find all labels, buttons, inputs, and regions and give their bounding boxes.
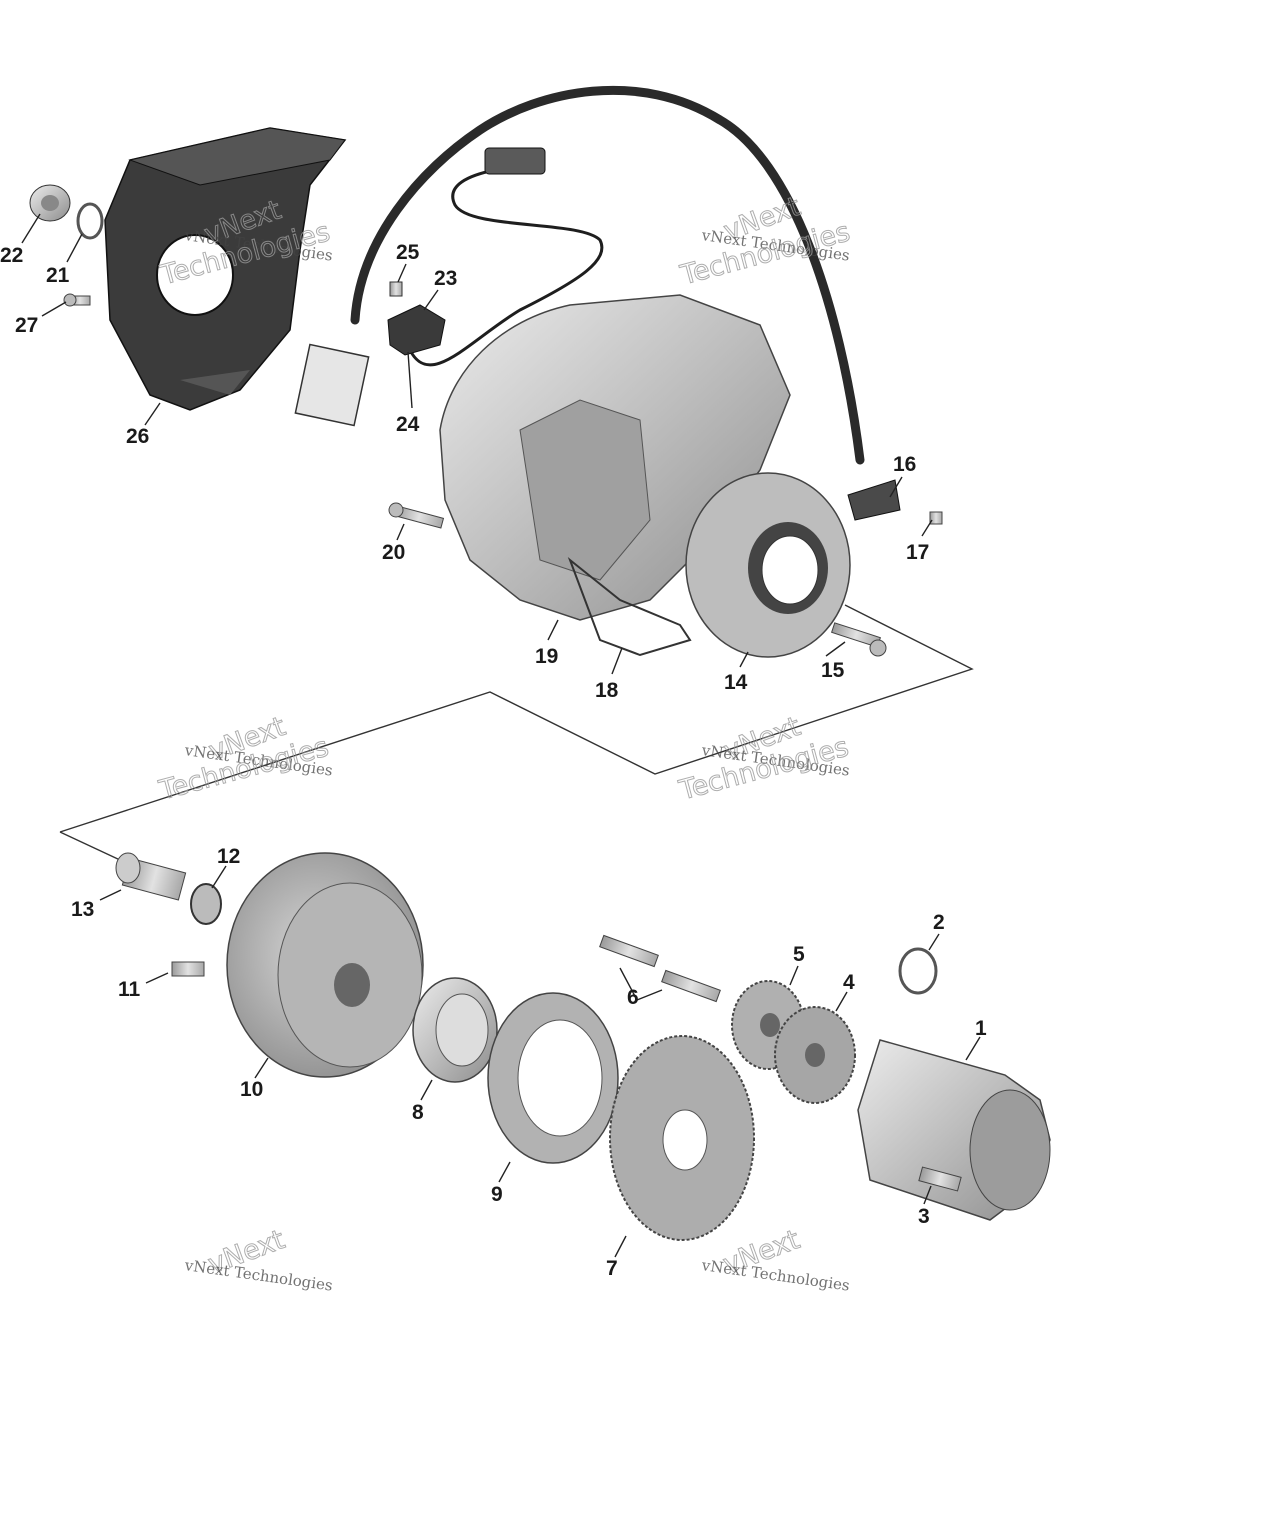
part-23-sensor — [387, 304, 446, 356]
part-7-starter-gear — [609, 1035, 755, 1241]
label-part-26: 26 — [126, 425, 149, 448]
part-22-cap — [29, 184, 71, 222]
connector — [484, 147, 546, 175]
label-part-20: 20 — [382, 541, 405, 564]
watermark-4: vNext vNext Technologies Technologies — [675, 711, 853, 808]
wire-harness — [350, 85, 865, 465]
part-25-screw — [389, 281, 403, 297]
label-part-17: 17 — [906, 541, 929, 564]
part-26-magneto-cover — [104, 127, 347, 411]
harness-plug — [294, 343, 370, 427]
part-12-washer — [190, 883, 222, 925]
label-part-11: 11 — [118, 978, 141, 1001]
part-9-plate — [487, 992, 619, 1164]
label-part-5: 5 — [793, 943, 805, 966]
part-14-stator — [685, 472, 851, 658]
part-27-screw — [63, 293, 91, 307]
watermark-3: vNext vNext Technologies Technologies — [155, 711, 334, 808]
label-part-3: 3 — [918, 1205, 930, 1228]
sensor-wire — [408, 168, 604, 367]
watermark-6: vNext vNext Technologies — [700, 1224, 851, 1295]
label-part-21: 21 — [46, 264, 70, 287]
label-part-12: 12 — [217, 845, 240, 868]
assembly-frame-line — [59, 604, 974, 833]
label-part-23: 23 — [434, 267, 457, 290]
part-3-bolt — [918, 1166, 962, 1192]
label-part-15: 15 — [821, 659, 845, 682]
part-6-pins — [599, 934, 721, 1003]
label-part-14: 14 — [724, 671, 748, 694]
label-part-10: 10 — [240, 1078, 263, 1101]
label-part-19: 19 — [535, 645, 558, 668]
part-10-flywheel — [226, 852, 424, 1078]
assembly-frame-line-2 — [59, 831, 121, 861]
label-part-2: 2 — [933, 911, 945, 934]
label-part-8: 8 — [412, 1101, 424, 1124]
part-17-screw — [929, 511, 943, 525]
part-21-o-ring — [76, 202, 104, 240]
part-16-clip — [847, 479, 901, 521]
label-part-6: 6 — [627, 986, 639, 1009]
part-15-bolt — [830, 622, 887, 657]
part-18-gasket — [567, 556, 692, 657]
part-13-bolt — [115, 852, 187, 901]
label-part-1: 1 — [975, 1017, 987, 1040]
label-part-22: 22 — [0, 244, 23, 267]
label-part-18: 18 — [595, 679, 619, 702]
part-4-gear — [774, 1006, 856, 1104]
watermark-5: vNext vNext Technologies — [183, 1224, 334, 1295]
label-part-7: 7 — [606, 1257, 618, 1280]
part-1-starter-motor — [857, 1039, 1051, 1221]
part-11-key — [171, 961, 205, 977]
part-labels: 1 2 3 4 5 6 7 8 9 10 11 12 13 14 15 16 1… — [0, 241, 987, 1280]
label-part-16: 16 — [893, 453, 916, 476]
label-part-25: 25 — [396, 241, 420, 264]
part-8-bearing — [412, 977, 498, 1083]
label-part-24: 24 — [396, 413, 420, 436]
label-part-13: 13 — [71, 898, 94, 921]
label-part-9: 9 — [491, 1183, 503, 1206]
label-part-27: 27 — [15, 314, 38, 337]
label-part-4: 4 — [843, 971, 855, 994]
watermark-2: vNext vNext Technologies Technologies — [676, 191, 854, 292]
part-20-bolt — [388, 502, 445, 529]
leader-lines — [21, 213, 981, 1258]
part-2-o-ring — [898, 947, 938, 995]
